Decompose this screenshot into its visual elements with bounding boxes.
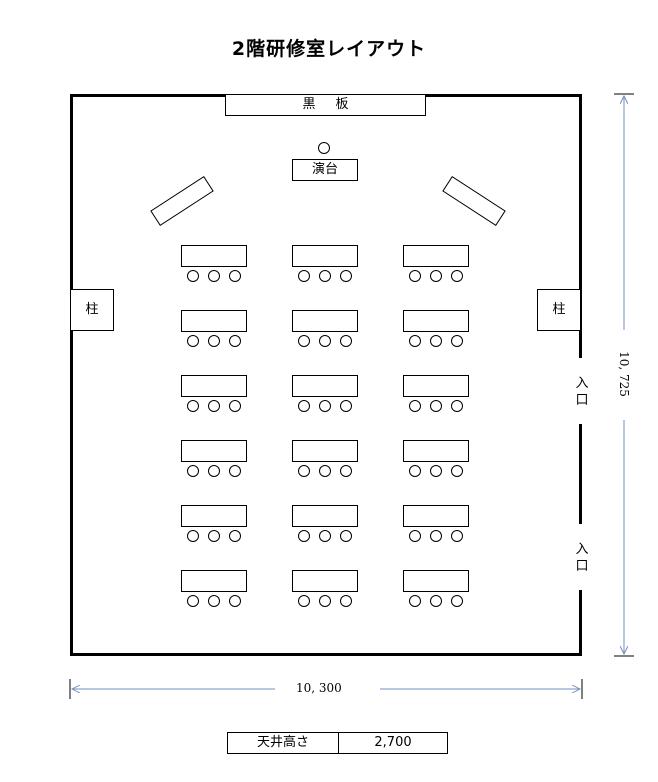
chair	[319, 595, 331, 607]
chair	[187, 530, 199, 542]
chair	[340, 465, 352, 477]
chair	[430, 465, 442, 477]
chair	[409, 465, 421, 477]
chair	[451, 530, 463, 542]
chair	[208, 465, 220, 477]
chair	[319, 270, 331, 282]
chair	[298, 335, 310, 347]
chair	[430, 335, 442, 347]
chair	[451, 465, 463, 477]
desk	[181, 505, 247, 527]
chair	[340, 335, 352, 347]
chair	[340, 530, 352, 542]
chair	[229, 530, 241, 542]
desk	[403, 245, 469, 267]
chair	[409, 530, 421, 542]
desk	[292, 570, 358, 592]
chair	[451, 595, 463, 607]
chair	[229, 335, 241, 347]
chair	[298, 530, 310, 542]
entrance-label-1: 入口	[572, 375, 592, 409]
desk	[292, 375, 358, 397]
chair	[430, 530, 442, 542]
chair	[298, 270, 310, 282]
microphone-icon	[318, 142, 330, 154]
blackboard: 黒板	[225, 94, 426, 116]
desk	[292, 440, 358, 462]
chair	[451, 335, 463, 347]
chair	[451, 400, 463, 412]
desk	[403, 505, 469, 527]
entrance-label-2: 入口	[572, 541, 592, 575]
chair	[208, 530, 220, 542]
chair	[409, 335, 421, 347]
ceiling-height-label: 天井高さ	[228, 733, 339, 753]
chair	[409, 400, 421, 412]
chair	[340, 400, 352, 412]
chair	[208, 595, 220, 607]
desk	[403, 570, 469, 592]
desk	[181, 245, 247, 267]
chair	[298, 595, 310, 607]
chair	[409, 595, 421, 607]
chair	[319, 400, 331, 412]
width-dimension: 10, 300	[296, 681, 342, 695]
chair	[340, 595, 352, 607]
page-title: 2階研修室レイアウト	[231, 38, 427, 60]
pillar-right: 柱	[537, 289, 581, 331]
desk	[403, 440, 469, 462]
chair	[187, 270, 199, 282]
desk	[181, 570, 247, 592]
desk	[292, 505, 358, 527]
chair	[430, 270, 442, 282]
ceiling-height-table: 天井高さ 2,700	[227, 732, 448, 754]
desk	[181, 310, 247, 332]
chair	[340, 270, 352, 282]
chair	[208, 400, 220, 412]
chair	[409, 270, 421, 282]
desk	[181, 375, 247, 397]
chair	[229, 465, 241, 477]
chair	[208, 335, 220, 347]
chair	[319, 465, 331, 477]
pillar-left: 柱	[70, 289, 114, 331]
ceiling-height-value: 2,700	[374, 735, 412, 750]
chair	[319, 530, 331, 542]
chair	[208, 270, 220, 282]
chair	[187, 465, 199, 477]
chair	[319, 335, 331, 347]
desk	[403, 310, 469, 332]
chair	[229, 400, 241, 412]
chair	[430, 400, 442, 412]
chair	[451, 270, 463, 282]
chair	[430, 595, 442, 607]
chair	[187, 595, 199, 607]
chair	[229, 270, 241, 282]
chair	[229, 595, 241, 607]
chair	[298, 400, 310, 412]
desk	[292, 310, 358, 332]
desk	[403, 375, 469, 397]
desk	[181, 440, 247, 462]
desk	[292, 245, 358, 267]
chair	[187, 400, 199, 412]
chair	[187, 335, 199, 347]
chair	[298, 465, 310, 477]
height-dimension: 10, 725	[617, 351, 631, 397]
podium: 演台	[292, 159, 358, 181]
